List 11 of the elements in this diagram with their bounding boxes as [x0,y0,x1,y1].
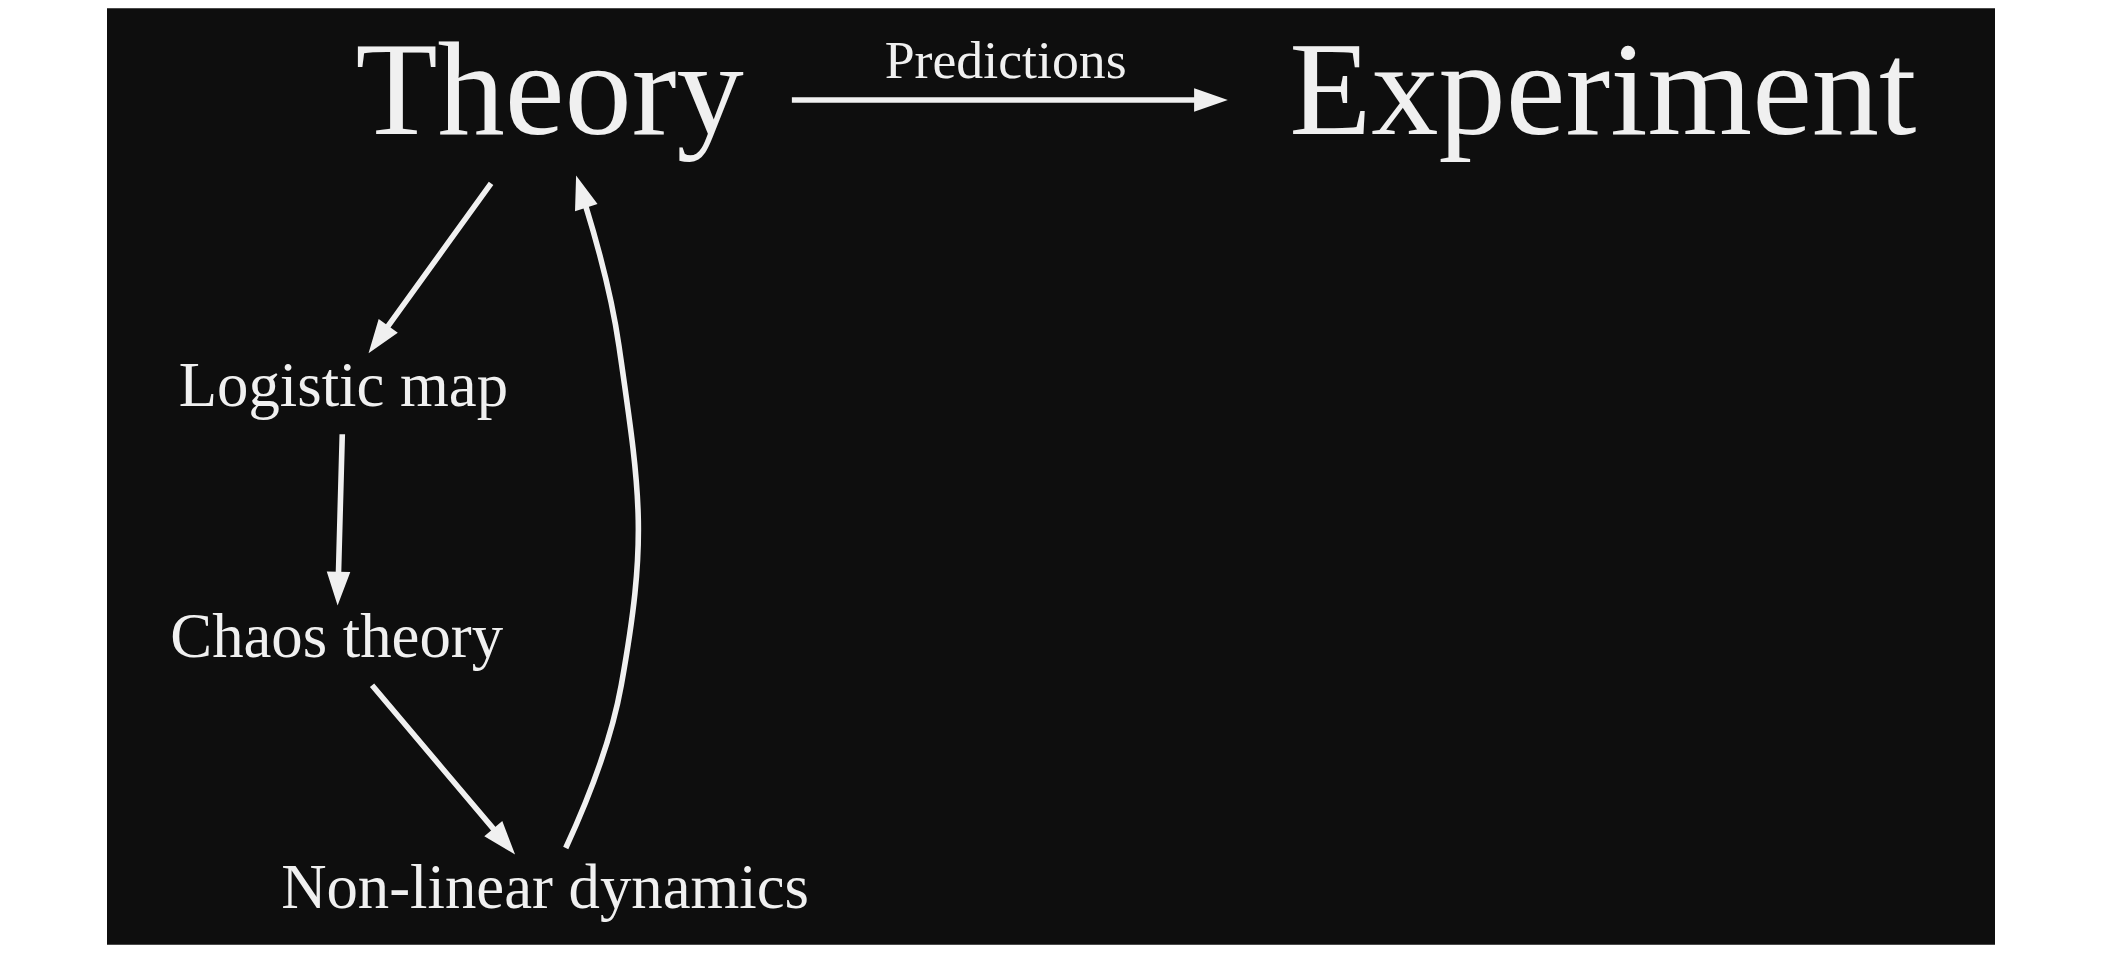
arrow [562,175,641,850]
arrow [791,88,1228,112]
node-text: Theory [354,13,744,163]
edge-label: Predictions [884,30,1127,91]
node-text: Non-linear dynamics [280,851,809,922]
arrow [368,181,493,354]
arrow [326,434,350,606]
node-text: Logistic map [178,349,508,420]
node-text: Chaos theory [169,600,503,671]
arrow [369,683,515,855]
node-text: Experiment [1288,13,1916,163]
